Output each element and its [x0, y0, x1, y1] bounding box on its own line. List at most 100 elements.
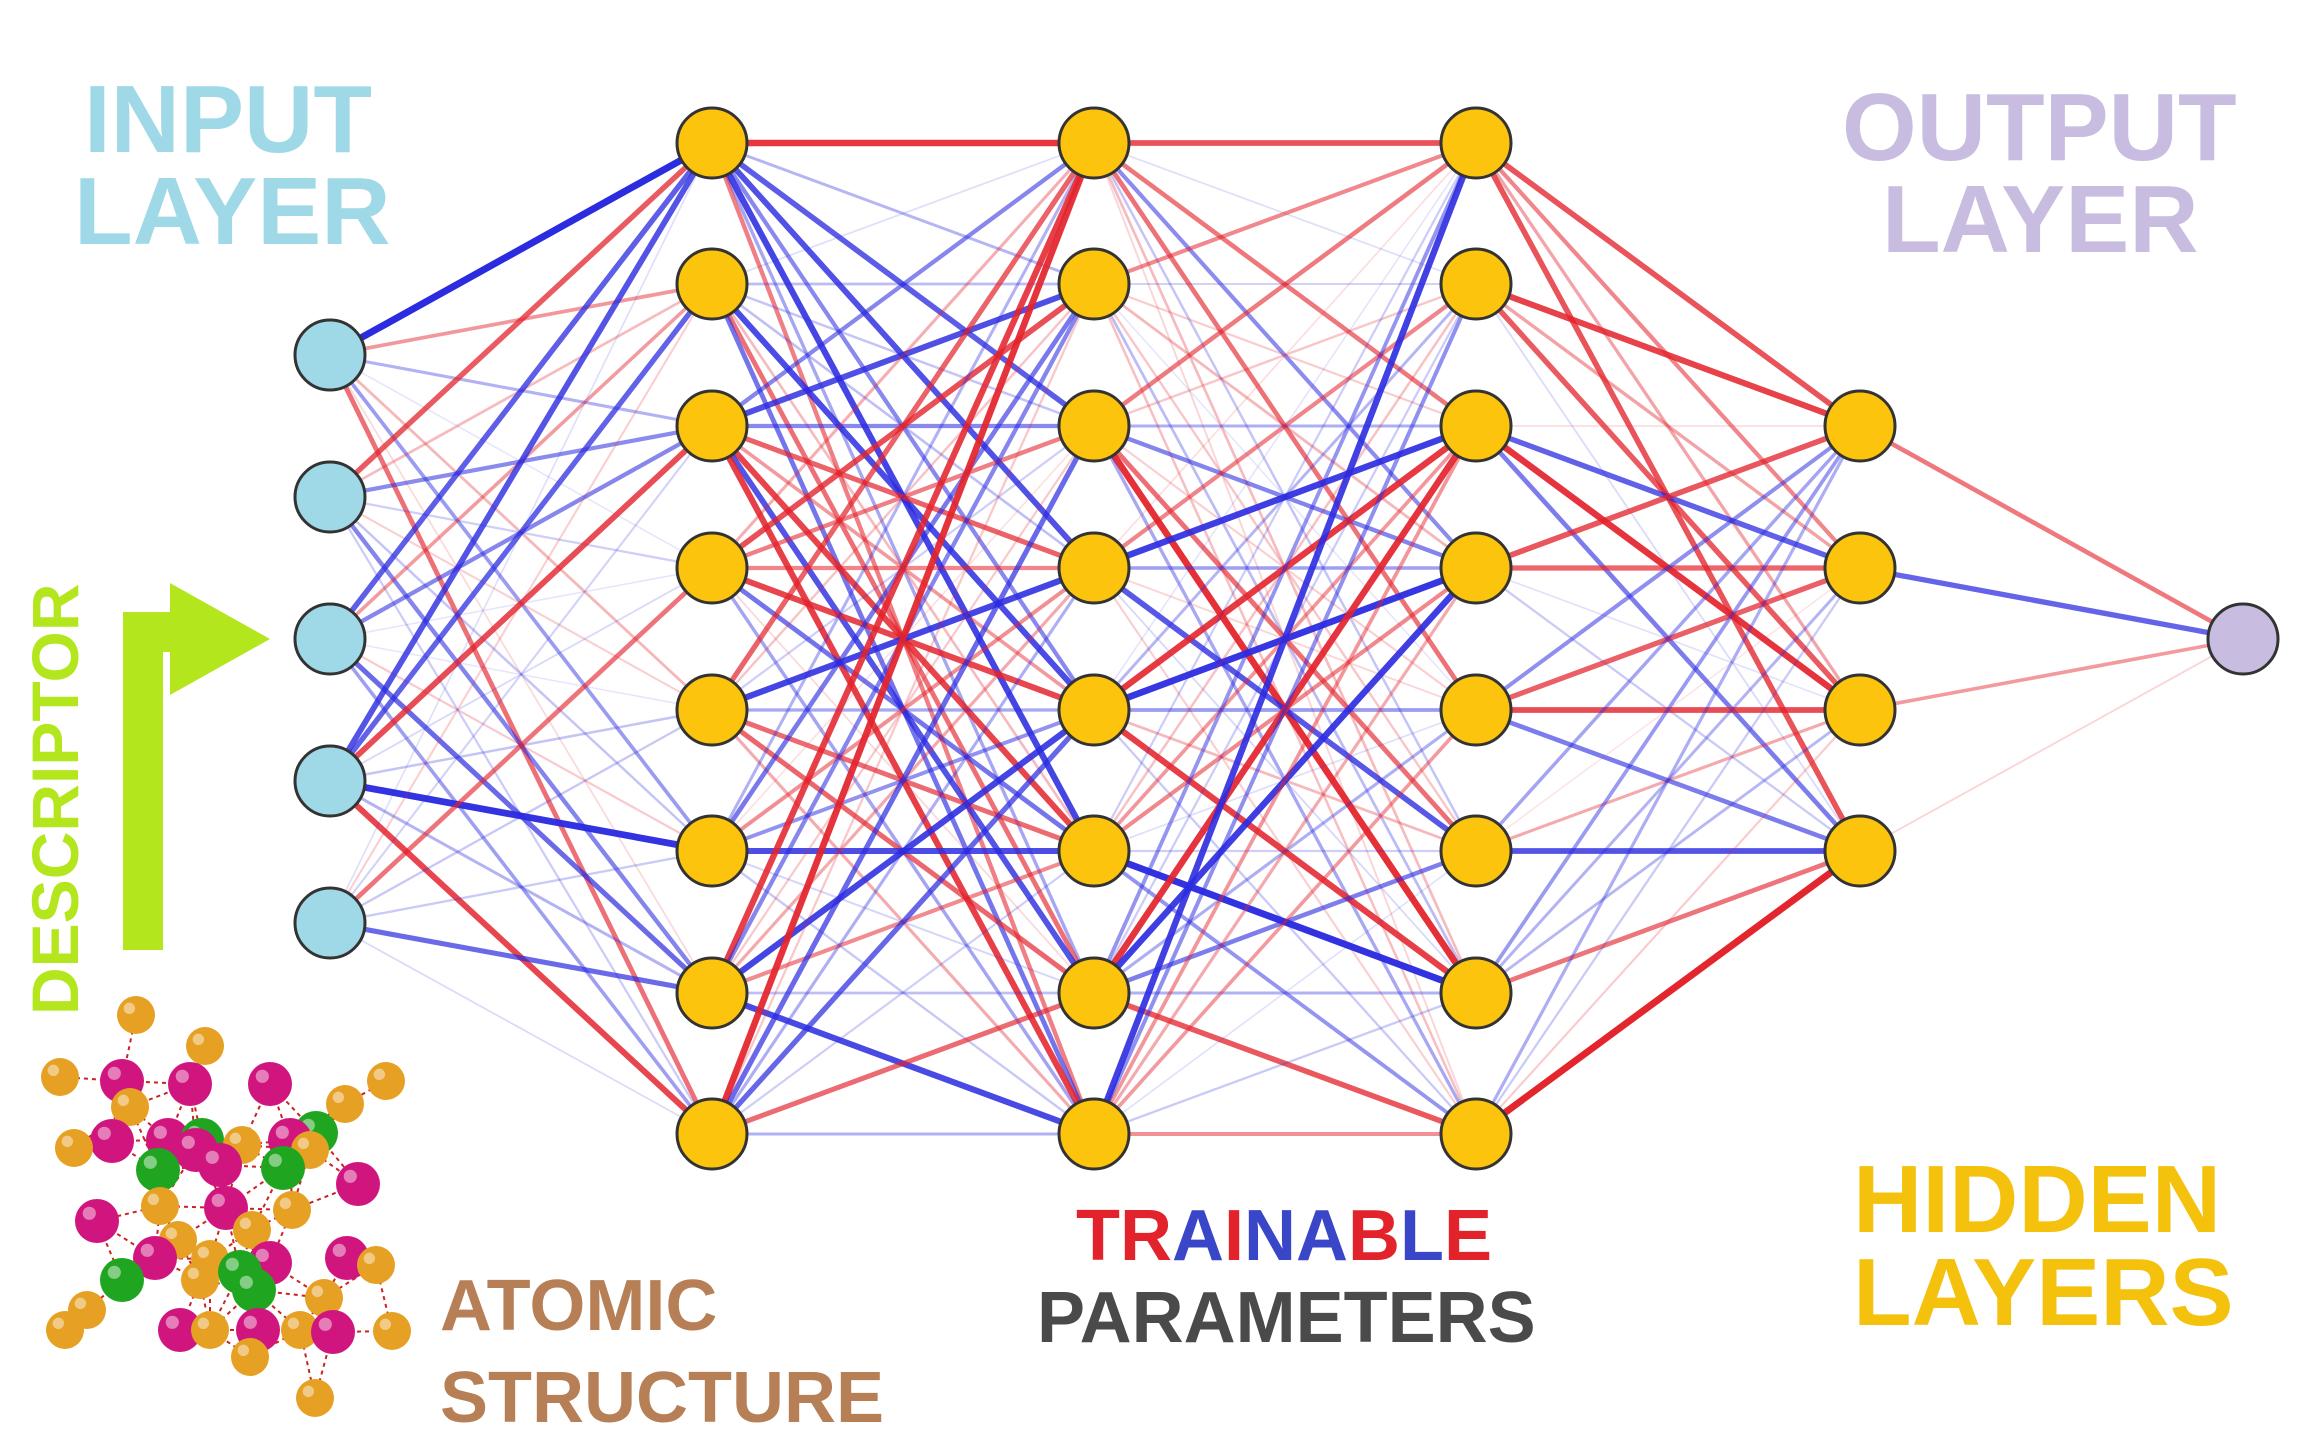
weight-edge [1092, 282, 1478, 570]
atom-highlight [255, 1248, 269, 1262]
hidden-node [1823, 531, 1897, 605]
weight-edge [1474, 140, 1862, 429]
weight-edge [1092, 283, 1478, 711]
atom-highlight [181, 1135, 195, 1149]
magenta-atom [133, 1236, 177, 1280]
magenta-atom [158, 1308, 202, 1352]
hidden-node [1439, 956, 1513, 1030]
atom-highlight [343, 1169, 357, 1183]
weight-edge [1475, 567, 1861, 1135]
atom-highlight [225, 1257, 239, 1271]
hidden-node [1439, 247, 1513, 321]
gold-atom [141, 1187, 179, 1225]
hidden-node [1057, 106, 1131, 180]
weight-edge [1475, 565, 1861, 713]
gold-atom [357, 1246, 395, 1284]
hidden-layers-label-line1: HIDDEN [1853, 1146, 2222, 1253]
weight-edge [711, 283, 1095, 711]
atom-highlight [107, 1066, 121, 1080]
weight-edge [1093, 282, 1477, 428]
weight-edge [1475, 708, 1861, 995]
hidden-node [675, 389, 749, 463]
descriptor-label: DESCRIPTOR [18, 583, 92, 1015]
weight-edge [710, 567, 1096, 1135]
weight-edge [1475, 567, 1861, 852]
weight-edge [328, 423, 714, 784]
hidden-node [675, 956, 749, 1030]
weight-edge [1474, 142, 1862, 711]
weight-edge [1474, 425, 1862, 1135]
weight-edge [1474, 281, 1862, 429]
weight-edge [1473, 848, 1863, 1137]
weight-edge [328, 141, 714, 499]
gold-atom [367, 1062, 405, 1100]
trainable-letter: L [1400, 1196, 1444, 1276]
hidden-node [1439, 531, 1513, 605]
input-layer-label-line2: LAYER [74, 158, 391, 265]
weight-edge [711, 850, 1095, 1135]
gold-atom [273, 1191, 311, 1229]
atom-highlight [275, 1125, 289, 1139]
weight-edge [329, 779, 713, 995]
weight-edge [328, 566, 714, 925]
gold-atom [233, 1211, 271, 1249]
magenta-atom [168, 1062, 212, 1106]
trainable-letter: E [1443, 1196, 1493, 1276]
gold-atom [231, 1338, 269, 1376]
weight-edge [711, 142, 1095, 285]
input-layer-label-line1: INPUT [84, 66, 372, 173]
weight-edge [1092, 708, 1478, 1136]
weight-edge [1093, 141, 1477, 286]
hidden-node [1439, 106, 1513, 180]
weight-edge [327, 282, 715, 783]
atom-highlight [332, 1243, 346, 1257]
weight-edge [1092, 425, 1478, 1135]
gold-atom [305, 1279, 343, 1317]
weight-edge [1474, 282, 1862, 570]
weight-edge [709, 141, 1097, 712]
green-atom [261, 1146, 305, 1190]
weight-edge [329, 777, 713, 855]
atom-highlight [268, 1153, 282, 1167]
trainable-label: TRAINABLE [1076, 1200, 1492, 1272]
gold-atom [373, 1312, 411, 1350]
magenta-atom [336, 1162, 380, 1206]
hidden-node [675, 814, 749, 888]
hidden-node [1057, 956, 1131, 1030]
hidden-node [1823, 814, 1897, 888]
hidden-node [1057, 1097, 1131, 1171]
magenta-atom [90, 1119, 134, 1163]
weight-edge [1859, 637, 2244, 712]
atom-highlight [297, 1137, 310, 1150]
weight-edge [711, 423, 1095, 571]
weight-edge [1092, 567, 1478, 1135]
atom-highlight [197, 1246, 210, 1259]
trainable-letter: I [1223, 1196, 1244, 1276]
output-node [2206, 602, 2280, 676]
input-node [293, 460, 367, 534]
weight-edge [327, 141, 715, 783]
gold-atom [41, 1058, 79, 1096]
gold-atom [181, 1261, 219, 1299]
gold-atom [326, 1085, 364, 1123]
atom-highlight [82, 1206, 96, 1220]
weight-edge [711, 850, 1095, 1135]
trainable-letter: A [1296, 1196, 1348, 1276]
hidden-node [675, 531, 749, 605]
atom-highlight [287, 1317, 300, 1330]
weight-edge [1093, 142, 1477, 852]
hidden-node [1823, 389, 1897, 463]
magenta-atom [248, 1062, 292, 1106]
weight-edge [329, 849, 713, 925]
atom-highlight [205, 1150, 219, 1164]
gold-atom [186, 1027, 224, 1065]
weight-edge [1093, 708, 1477, 995]
weight-edge [1475, 423, 1861, 571]
weight-edge [1092, 141, 1478, 428]
weight-connections [327, 139, 2245, 1137]
atom-highlight [318, 1317, 332, 1331]
atom-highlight [123, 1002, 136, 1015]
hidden-node [675, 1097, 749, 1171]
weight-edge [711, 990, 1095, 1137]
weight-edge [1093, 142, 1477, 711]
